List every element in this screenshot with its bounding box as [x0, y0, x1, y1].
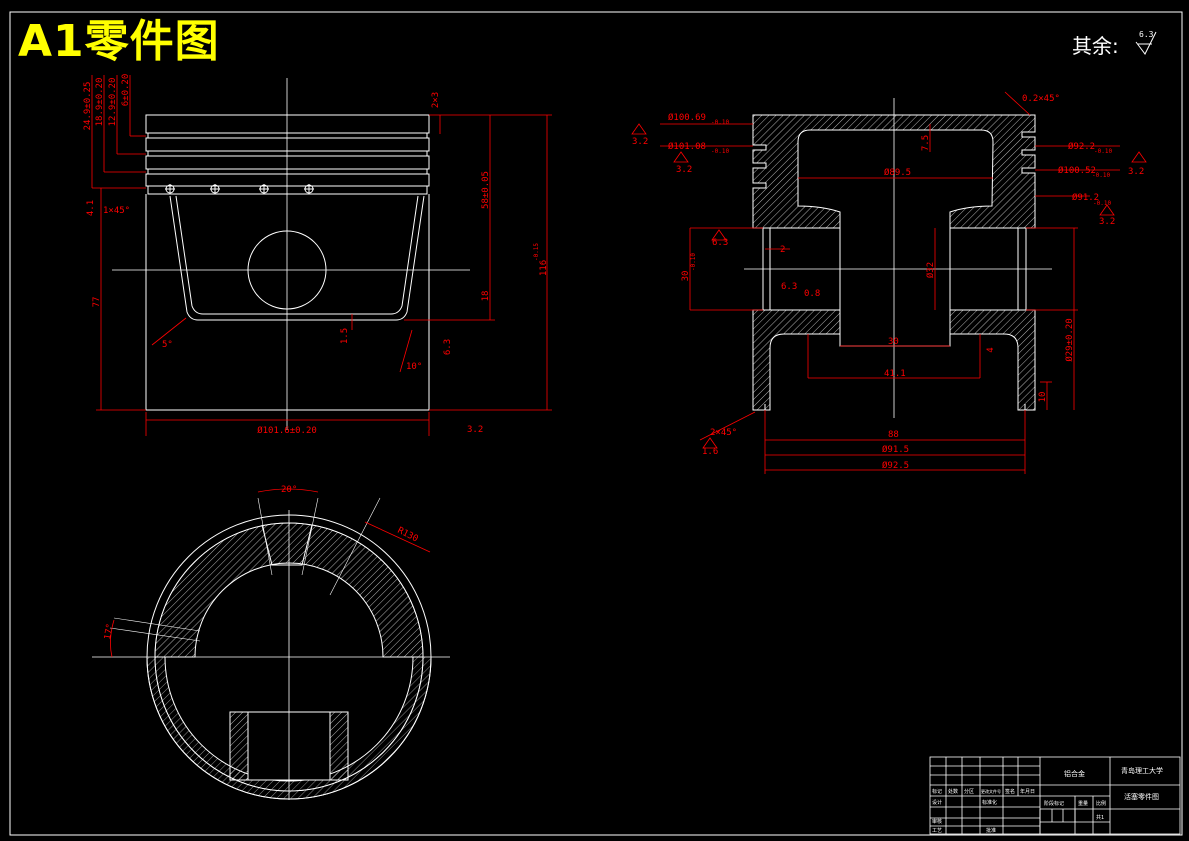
- dim-100-69: Ø100.69: [668, 112, 706, 123]
- ra-6-3-a: 6.3: [712, 238, 728, 248]
- dim-58: 58±0.05: [481, 171, 491, 209]
- tb-school: 青岛理工大学: [1121, 766, 1163, 775]
- sheet-title: A1零件图: [18, 16, 220, 67]
- dim-92-2: Ø92.2: [1068, 141, 1095, 152]
- small-dim: 2: [780, 245, 785, 255]
- dim-116: 116: [539, 260, 549, 276]
- ra-6-3: 6.3: [443, 339, 453, 355]
- plan-view: 20° R130 17°: [92, 485, 450, 800]
- tb-label-process: 工艺: [932, 828, 942, 834]
- slot-dim: 30: [888, 337, 899, 347]
- ra-3-2-d: 3.2: [1099, 217, 1115, 227]
- tb-label-stage: 阶段标记: [1044, 800, 1064, 807]
- skirt-dim: 10: [1038, 392, 1048, 403]
- chamfer-top: 0.2×45°: [1022, 94, 1060, 104]
- oil-hole-icon: [165, 184, 314, 194]
- tb-label-approve: 批准: [986, 827, 996, 834]
- dim-4: 4: [986, 347, 996, 352]
- height-dim: Ø29±0.20: [1064, 318, 1075, 361]
- roughness-symbol-icon: [1135, 31, 1157, 55]
- roughness-label: 其余:: [1072, 34, 1119, 58]
- right-tol-2: -0.10: [1092, 172, 1110, 179]
- angle-20: 20°: [281, 485, 297, 495]
- ra-3-2-b: 3.2: [676, 165, 692, 175]
- tb-label-count: 处数: [948, 788, 958, 795]
- tb-label-std: 标准化: [982, 799, 997, 806]
- right-tol-1: -0.10: [1094, 148, 1112, 155]
- dim-116-tol: -0.15: [533, 243, 540, 261]
- tb-label-scale: 比例: [1096, 800, 1106, 807]
- tb-label-weight: 重量: [1078, 800, 1088, 807]
- dim-41-1: 41.1: [884, 369, 906, 379]
- tb-label-sign: 签名: [1005, 788, 1015, 795]
- dim-91-2: Ø91.2: [1072, 192, 1099, 203]
- bottom-chamfer: 2×45°: [710, 428, 737, 438]
- inner-dim: Ø89.5: [884, 167, 911, 178]
- dim-101-08: Ø101.08: [668, 141, 706, 152]
- sheet-border: [9, 11, 1183, 836]
- roughness-value: 6.3: [1139, 30, 1154, 39]
- ra-3-2-c: 3.2: [1128, 167, 1144, 177]
- tb-part-name: 活塞零件图: [1124, 792, 1159, 801]
- ra-3-2: 3.2: [467, 425, 483, 435]
- pin-height-dim: 30: [681, 271, 691, 282]
- depth-dim: 7.5: [921, 135, 931, 151]
- front-view: 24.9±0.25 18.9±0.20 12.9±0.20 6±0.20 4.1…: [83, 74, 552, 436]
- dim-77: 77: [92, 297, 102, 308]
- tb-label-design: 设计: [932, 799, 942, 806]
- tb-label-date: 年月日: [1020, 788, 1035, 795]
- tb-label-review: 审核: [932, 818, 942, 825]
- left-tol-1: -0.10: [711, 119, 729, 126]
- dim-6: 6±0.20: [121, 74, 131, 107]
- dim-92-5: Ø92.5: [882, 460, 909, 471]
- roughness-marks-icon: [631, 123, 1147, 449]
- dim-12-9: 12.9±0.20: [108, 78, 118, 127]
- right-tol-3: -0.10: [1093, 200, 1111, 207]
- roughness-note: 其余:: [1072, 30, 1119, 59]
- dim-18-9: 18.9±0.20: [95, 78, 105, 127]
- pin-bore-dim: Ø32: [925, 262, 936, 278]
- dim-24-9: 24.9±0.25: [83, 82, 93, 131]
- ra-3-2-a: 3.2: [632, 137, 648, 147]
- groove-dim: 2×3: [431, 92, 441, 108]
- dim-100-52: Ø100.52: [1058, 165, 1096, 176]
- ra-6-3-b: 6.3: [781, 282, 797, 292]
- dim-4-1: 4.1: [86, 200, 96, 216]
- section-view: 0.2×45° Ø100.69 Ø101.08 -0.10 -0.10 Ø92.…: [631, 91, 1147, 474]
- dim-88: 88: [888, 430, 899, 440]
- dim-bottom: Ø101.6±0.20: [257, 425, 317, 436]
- pin-tol: -0.10: [690, 253, 697, 271]
- ra-1-6: 1.6: [702, 447, 718, 457]
- angle-10: 10°: [406, 362, 422, 372]
- title-block: [929, 756, 1181, 835]
- wall-dim: 1.5: [340, 328, 350, 344]
- angle-17: 17°: [103, 623, 116, 641]
- dim-18: 18: [481, 291, 491, 302]
- tb-label-doc: 更改文件号: [981, 788, 1001, 794]
- tb-material: 铝合金: [1064, 769, 1085, 778]
- tb-label-mark: 标记: [932, 788, 942, 795]
- ra-0-8: 0.8: [804, 289, 820, 299]
- chamfer-dim: 1×45°: [103, 206, 130, 216]
- left-tol-2: -0.10: [711, 148, 729, 155]
- angle-5: 5°: [162, 340, 173, 350]
- tb-label-zone: 分区: [964, 788, 974, 795]
- dim-91-5: Ø91.5: [882, 444, 909, 455]
- tb-label-sheets: 共1: [1096, 814, 1104, 821]
